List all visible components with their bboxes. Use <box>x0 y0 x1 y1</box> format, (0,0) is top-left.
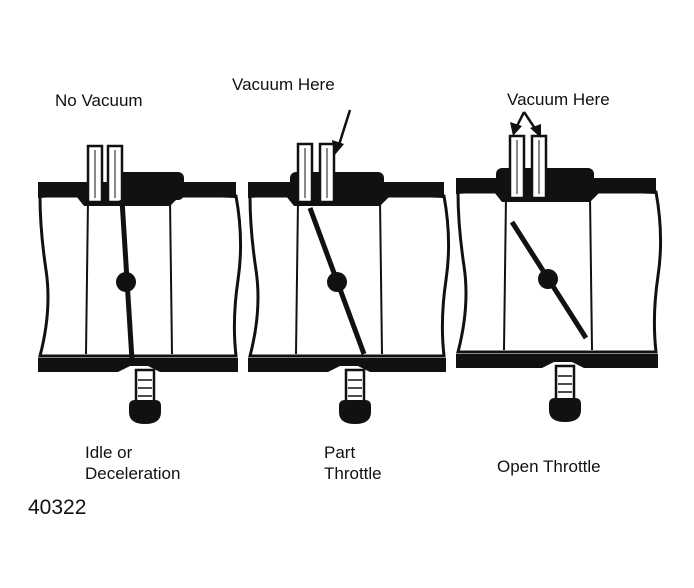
label-vacuum-here-part: Vacuum Here <box>232 75 335 94</box>
panel-idle <box>38 144 243 424</box>
bottom-flange <box>248 358 446 372</box>
bottom-flange <box>38 358 238 372</box>
bottom-flange <box>456 354 658 368</box>
throttle-bore <box>248 194 451 358</box>
label-idle-line1: Idle or <box>85 443 133 462</box>
panel-part-throttle <box>248 109 451 424</box>
label-idle-line2: Deceleration <box>85 464 180 483</box>
throttle-bore <box>456 190 663 354</box>
adjusting-screw <box>549 364 581 422</box>
adjusting-screw <box>129 368 161 424</box>
vacuum-ports <box>86 144 124 204</box>
throttle-shaft <box>538 269 558 289</box>
adjusting-screw <box>339 368 371 424</box>
panel-open-throttle <box>456 111 663 422</box>
label-vacuum-here-open: Vacuum Here <box>507 90 610 109</box>
label-part-line1: Part <box>324 443 355 462</box>
label-open-throttle: Open Throttle <box>497 457 601 476</box>
figure-number: 40322 <box>28 496 86 519</box>
vacuum-ports <box>508 134 548 200</box>
vacuum-arrow <box>332 109 352 156</box>
throttle-shaft <box>116 272 136 292</box>
label-no-vacuum: No Vacuum <box>55 91 143 110</box>
label-part-line2: Throttle <box>324 464 382 483</box>
vacuum-arrows <box>510 111 541 138</box>
throttle-shaft <box>327 272 347 292</box>
throttle-bore <box>38 194 243 358</box>
vacuum-ports <box>296 142 336 204</box>
